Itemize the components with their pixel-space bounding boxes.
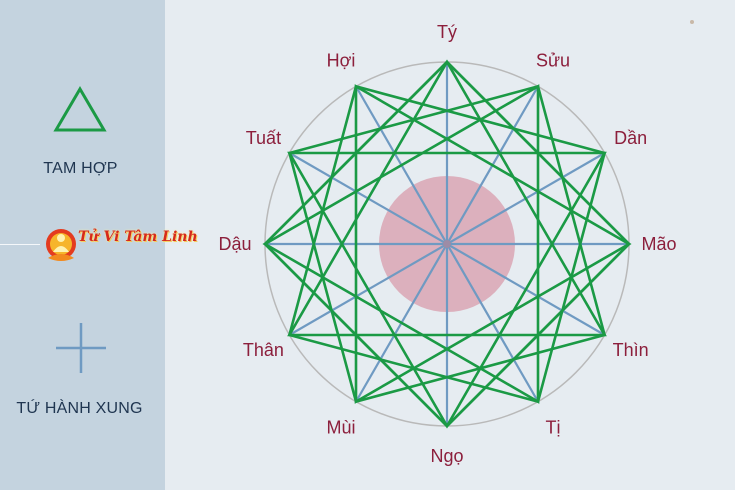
legend-sidebar: TAM HỢP Tử Vi Tâm Linh TỨ HÀNH XUNG (0, 0, 198, 490)
plus-icon (56, 323, 106, 373)
tam-hop-label: TAM HỢP (43, 160, 118, 177)
branch-label-ty: Tý (437, 22, 457, 42)
triangle-icon (53, 86, 107, 132)
branch-label-mui: Mùi (326, 418, 355, 438)
branch-label-ti: Tị (546, 418, 561, 438)
branch-label-suu: Sửu (536, 50, 570, 70)
logo-text: Tử Vi Tâm Linh (78, 229, 198, 245)
tam-hop-triangle-mao (354, 84, 632, 404)
center-point (443, 240, 451, 248)
lotus-buddha-icon (46, 229, 76, 261)
divider (0, 244, 40, 245)
tu-hanh-xung-label: TỨ HÀNH XUNG (16, 400, 143, 417)
tam-hop-triangle-dan (287, 151, 607, 429)
green-square-mao (263, 60, 631, 428)
green-square-suu (287, 84, 607, 404)
branch-label-dau: Dậu (218, 234, 251, 254)
corner-mark (690, 20, 694, 24)
branch-label-than: Thân (243, 340, 284, 360)
branch-label-dan: Dần (614, 128, 647, 148)
branch-label-hoi: Hợi (327, 50, 356, 70)
branch-label-mao: Mão (641, 234, 676, 254)
branch-label-tuat: Tuất (246, 128, 281, 148)
branch-label-ngo: Ngọ (430, 446, 463, 466)
logo: Tử Vi Tâm Linh (44, 224, 198, 268)
tam-hop-triangle-suu (262, 84, 540, 404)
green-square-dan (287, 84, 607, 404)
tam-hop-triangle-ty (287, 59, 607, 337)
branch-label-thin: Thìn (613, 340, 649, 360)
